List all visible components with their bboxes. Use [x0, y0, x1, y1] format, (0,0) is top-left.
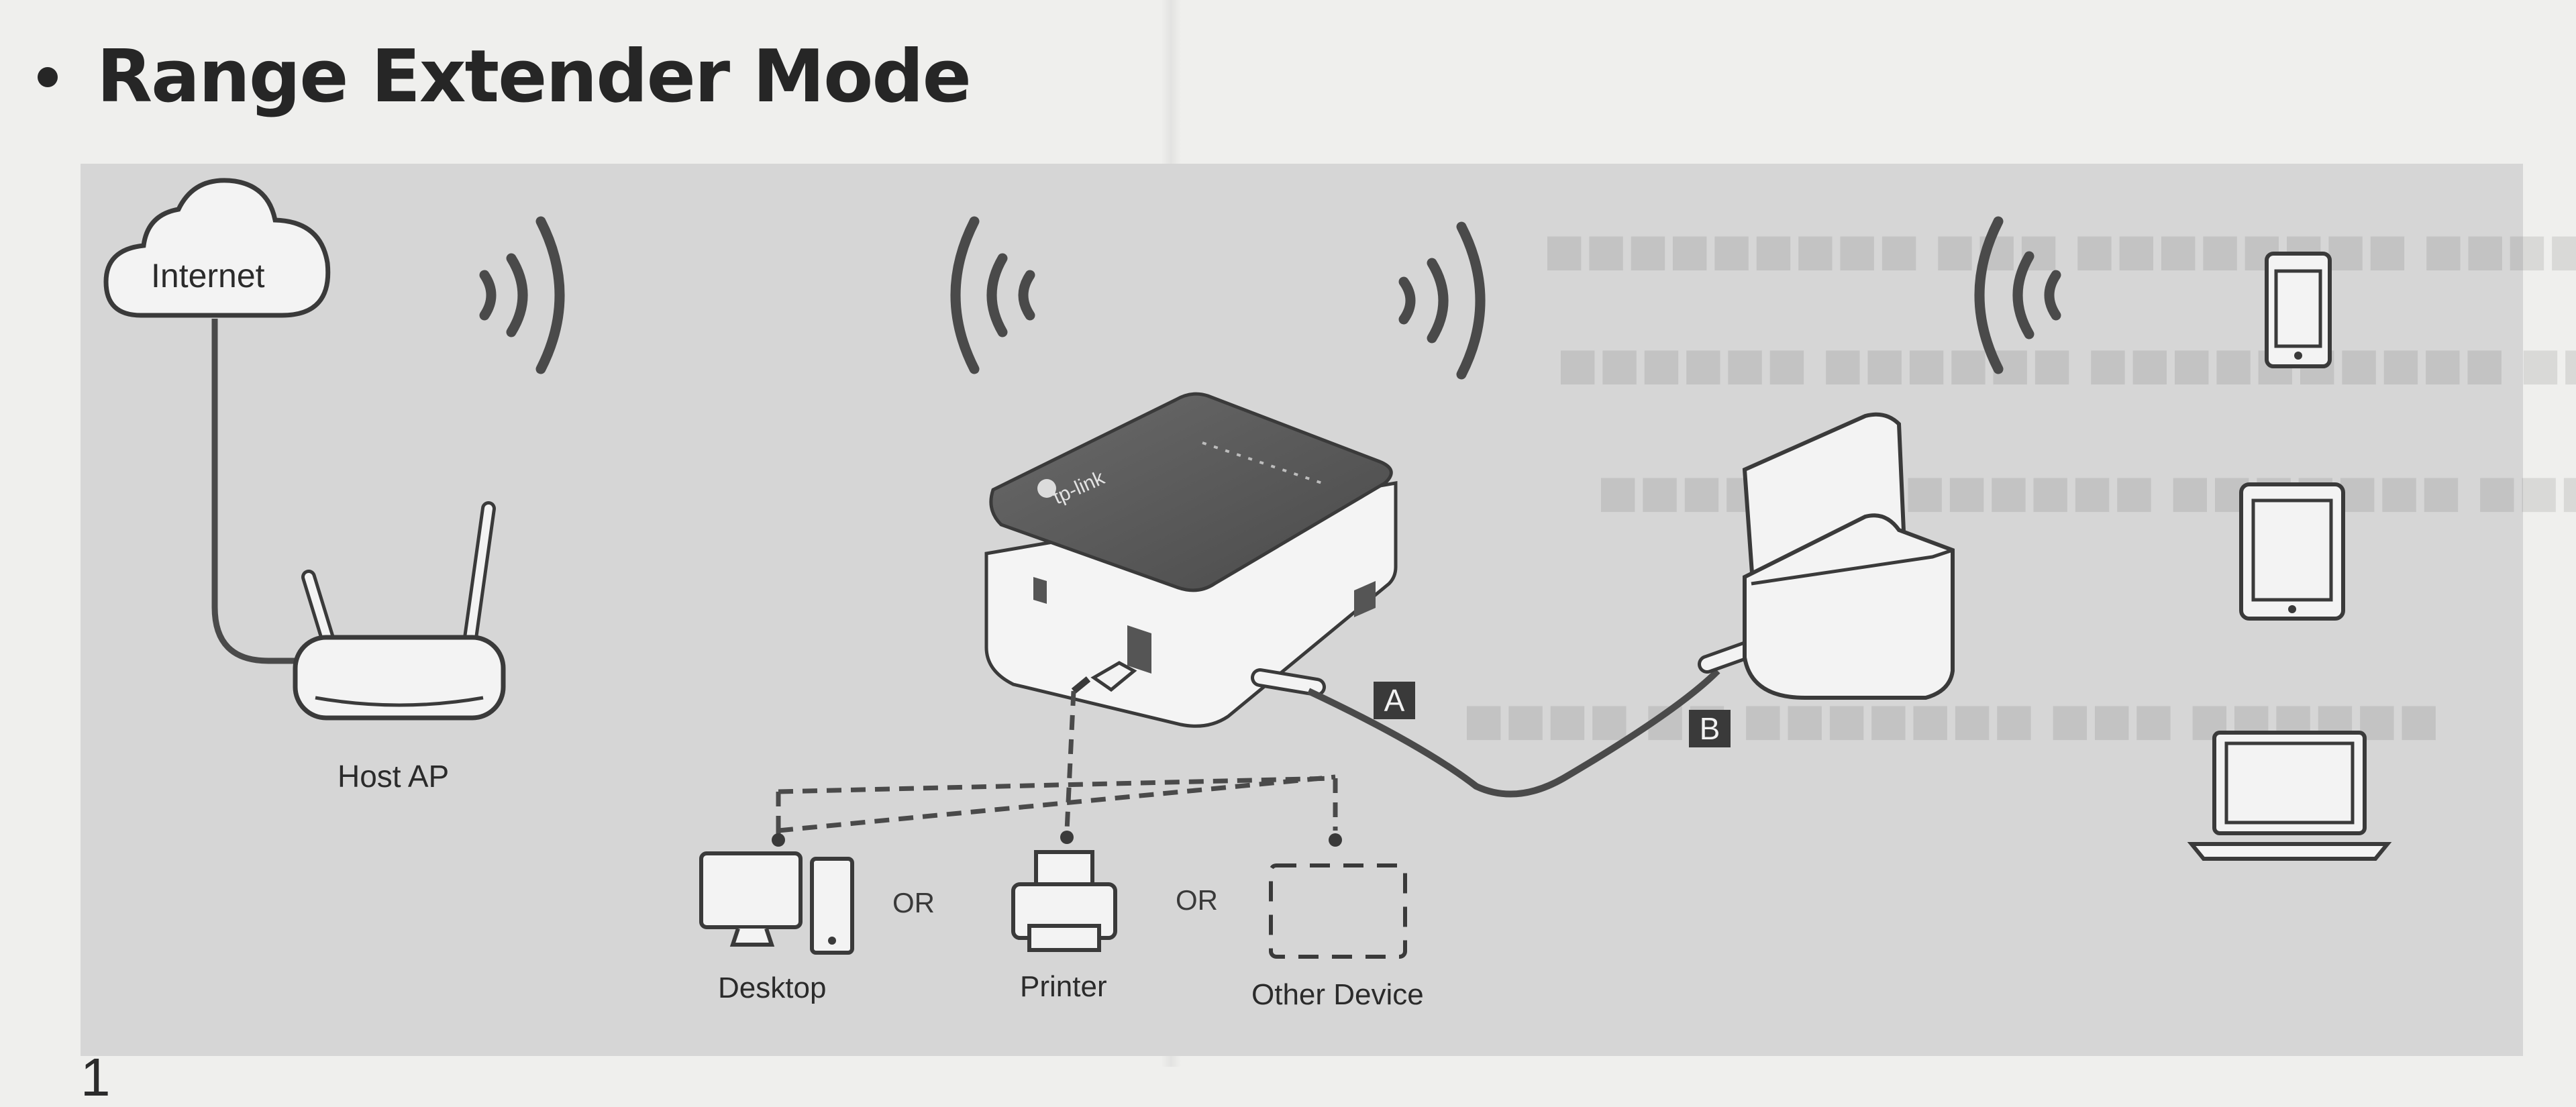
- router-icon: [293, 501, 506, 721]
- section-title: Range Extender Mode: [97, 35, 972, 119]
- section-heading: Range Extender Mode: [38, 35, 972, 119]
- printer-label: Printer: [1020, 970, 1107, 1003]
- step-number: 1: [81, 1047, 111, 1107]
- wan-cable: [211, 319, 302, 664]
- travel-router-icon: [984, 392, 1398, 728]
- connection-label-b: B: [1689, 710, 1731, 747]
- desktop-icon: [699, 851, 854, 955]
- or-label: OR: [892, 887, 935, 918]
- power-adapter-icon: [1742, 412, 1955, 700]
- connection-dot: [772, 831, 1342, 847]
- connection-label-a: A: [1374, 682, 1415, 719]
- other-device-label: Other Device: [1251, 978, 1424, 1011]
- laptop-icon: [2187, 731, 2392, 861]
- internet-label: Internet: [151, 257, 265, 295]
- cloud-icon: [103, 178, 331, 318]
- ethernet-cable-icon: [1071, 661, 1137, 694]
- bullet-point: [38, 66, 58, 87]
- usb-cable-icon: [1251, 640, 1758, 798]
- dashed-connection: [776, 690, 1338, 837]
- host-ap-label: Host AP: [338, 759, 450, 794]
- smartphone-icon: [2265, 252, 2332, 368]
- or-label: OR: [1176, 884, 1218, 916]
- tablet-icon: [2239, 482, 2345, 621]
- desktop-label: Desktop: [718, 971, 827, 1004]
- wifi-waves-icon: [479, 216, 2061, 380]
- other-device-icon: [1269, 863, 1407, 959]
- printer-icon: [1011, 850, 1117, 952]
- network-diagram: tp-link: [103, 178, 2392, 959]
